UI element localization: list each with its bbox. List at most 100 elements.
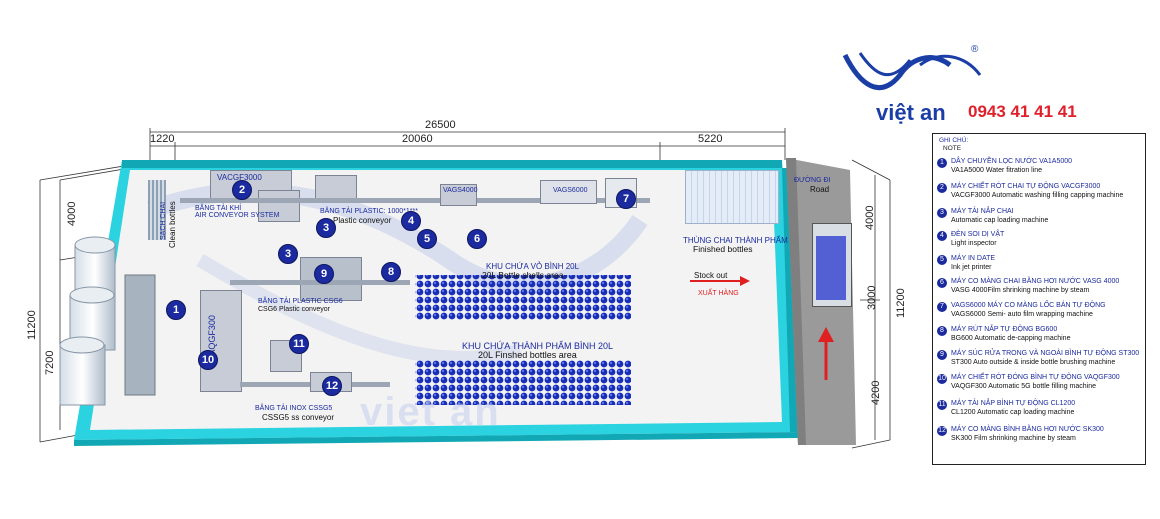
badge-2: 2 bbox=[232, 180, 252, 200]
vags6000-machine: VAGS6000 bbox=[540, 180, 597, 204]
note-item-en: Light inspector bbox=[951, 239, 997, 247]
cap-loader-unit bbox=[315, 175, 357, 199]
finished20-area-label-en: 20L Finshed bottles area bbox=[478, 350, 577, 360]
stock-out-label-vn: XUẤT HÀNG bbox=[698, 290, 739, 297]
note-item-vn: MÁY CO MÀNG BÌNH BẰNG HƠI NƯỚC SK300 bbox=[951, 426, 1104, 433]
note-item-vn: MÁY RÚT NẮP TỰ ĐỘNG BG600 bbox=[951, 326, 1058, 333]
plastic-conveyor-label-en: Plastic conveyor bbox=[333, 216, 392, 225]
vacgf3000-label: VACGF3000 bbox=[217, 173, 262, 182]
badge-7: 7 bbox=[616, 189, 636, 209]
cssg5-label-en: CSSG5 ss conveyor bbox=[262, 413, 335, 422]
note-item-en: CL1200 Automatic cap loading machine bbox=[951, 408, 1075, 416]
note-item-vn: MÁY CHIẾT RÓT CHAI TỰ ĐỘNG VACGF3000 bbox=[951, 183, 1101, 190]
note-item-en: BG600 Automatic de-capping machine bbox=[951, 334, 1071, 342]
note-number-badge: 2 bbox=[937, 183, 947, 193]
note-item-vn: MÁY TẢI NẮP BÌNH TỰ ĐỘNG CL1200 bbox=[951, 400, 1076, 407]
note-item-en: Ink jet printer bbox=[951, 263, 992, 271]
cssg5-label-vn: BĂNG TẢI INOX CSSG5 bbox=[255, 405, 333, 412]
note-number-badge: 6 bbox=[937, 278, 947, 288]
clean-bottles-label-vn: SẠCH CHAI bbox=[160, 201, 167, 240]
badge-11: 11 bbox=[289, 334, 309, 354]
vasg4000-machine: VAGS4000 bbox=[440, 184, 478, 206]
shells-area-label-vn: KHU CHỨA VỎ BÌNH 20L bbox=[486, 262, 580, 271]
note-title-en: NOTE bbox=[943, 145, 962, 152]
shells-bottles bbox=[415, 275, 631, 320]
csg6-label-vn: BĂNG TẢI PLASTIC CSG6 bbox=[258, 298, 343, 305]
vacgf3000-body bbox=[258, 190, 300, 222]
phone-number: 0943 41 41 41 bbox=[968, 102, 1077, 121]
road-label-vn: ĐƯỜNG ĐI bbox=[794, 177, 831, 184]
clean-bottles-label: Clean bottles bbox=[168, 201, 177, 248]
csg6-label-en: CSG6 Plastic conveyor bbox=[258, 306, 330, 313]
note-item-vn: MÁY CO MÀNG CHAI BẰNG HƠI NƯỚC VASG 4000 bbox=[951, 278, 1120, 285]
note-number-badge: 12 bbox=[937, 426, 947, 436]
note-item-vn: MÁY TẢI NẮP CHAI bbox=[951, 208, 1014, 215]
truck bbox=[812, 223, 852, 307]
note-item-vn: VAGS6000 MÁY CO MÀNG LỐC BÁN TỰ ĐỘNG bbox=[951, 302, 1106, 309]
vasg4000-label: VAGS4000 bbox=[443, 187, 478, 194]
note-item-vn: MÁY SÚC RỬA TRONG VÀ NGOÀI BÌNH TỰ ĐỘNG … bbox=[951, 350, 1140, 357]
air-conveyor-label-en: AIR CONVEYOR SYSTEM bbox=[195, 212, 280, 219]
note-item-en: Automatic cap loading machine bbox=[951, 216, 1049, 224]
note-item-en: VASG 4000Film shrinking machine by steam bbox=[951, 286, 1090, 294]
dim-seg2: 20060 bbox=[402, 133, 433, 145]
dim-total-width: 26500 bbox=[425, 119, 456, 131]
note-number-badge: 11 bbox=[937, 400, 947, 410]
badge-8: 8 bbox=[381, 262, 401, 282]
note-item-en: SK300 Film shrinking machine by steam bbox=[951, 434, 1076, 442]
badge-1: 1 bbox=[166, 300, 186, 320]
badge-9: 9 bbox=[314, 264, 334, 284]
badge-4: 4 bbox=[401, 211, 421, 231]
stock-out-label: Stock out bbox=[694, 271, 728, 280]
note-number-badge: 10 bbox=[937, 374, 947, 384]
badge-12: 12 bbox=[322, 376, 342, 396]
badge-5: 5 bbox=[417, 229, 437, 249]
air-conveyor-rack bbox=[148, 180, 166, 240]
finished-bottles bbox=[415, 360, 631, 405]
finished-bottles-label-vn: THÙNG CHAI THÀNH PHẨM bbox=[683, 236, 788, 245]
plastic-conveyor-top bbox=[180, 198, 650, 203]
badge-3a: 3 bbox=[278, 244, 298, 264]
dim-seg1: 1220 bbox=[150, 133, 175, 145]
water-filtration-tanks bbox=[59, 236, 156, 406]
vags6000-label: VAGS6000 bbox=[553, 187, 588, 194]
watermark-text: viet an bbox=[360, 390, 501, 434]
badge-10: 10 bbox=[198, 350, 218, 370]
note-item-vn: DÂY CHUYỀN LỌC NƯỚC VA1A5000 bbox=[951, 158, 1073, 165]
truck-bottle-load bbox=[816, 236, 846, 300]
dim-seg3: 5220 bbox=[698, 133, 723, 145]
vaqgf300-machine: VAQGF300 bbox=[200, 290, 242, 392]
note-item: 6 MÁY CO MÀNG CHAI BẰNG HƠI NƯỚC VASG 400… bbox=[937, 278, 1160, 295]
badge-3b: 3 bbox=[316, 218, 336, 238]
note-number-badge: 5 bbox=[937, 255, 947, 265]
note-item-vn: ĐÈN SOI DỊ VẬT bbox=[951, 231, 1005, 238]
note-item: 10 MÁY CHIẾT RÓT ĐÓNG BÌNH TỰ ĐỘNG VAQGF3… bbox=[937, 374, 1160, 391]
badge-6: 6 bbox=[467, 229, 487, 249]
note-number-badge: 3 bbox=[937, 208, 947, 218]
note-item-en: ST300 Auto outside & inside bottle brush… bbox=[951, 358, 1116, 366]
note-number-badge: 4 bbox=[937, 231, 947, 241]
note-item-vn: MÁY CHIẾT RÓT ĐÓNG BÌNH TỰ ĐỘNG VAQGF300 bbox=[951, 374, 1120, 381]
note-item-en: VAGS6000 Semi- auto film wrapping machin… bbox=[951, 310, 1093, 318]
air-conveyor-label-vn: BĂNG TẢI KHÍ bbox=[195, 205, 242, 212]
finished-cartons-stack bbox=[685, 170, 779, 224]
viet-an-logo-icon bbox=[842, 52, 982, 90]
note-item-en: VAQGF300 Automatic 5G bottle filling mac… bbox=[951, 382, 1096, 390]
plastic-conveyor-label-vn: BĂNG TẢI PLASTIC: 1000*1*** bbox=[320, 208, 418, 215]
note-number-badge: 1 bbox=[937, 158, 947, 168]
note-item-en: VACGF3000 Automatic washing filling capp… bbox=[951, 191, 1124, 199]
